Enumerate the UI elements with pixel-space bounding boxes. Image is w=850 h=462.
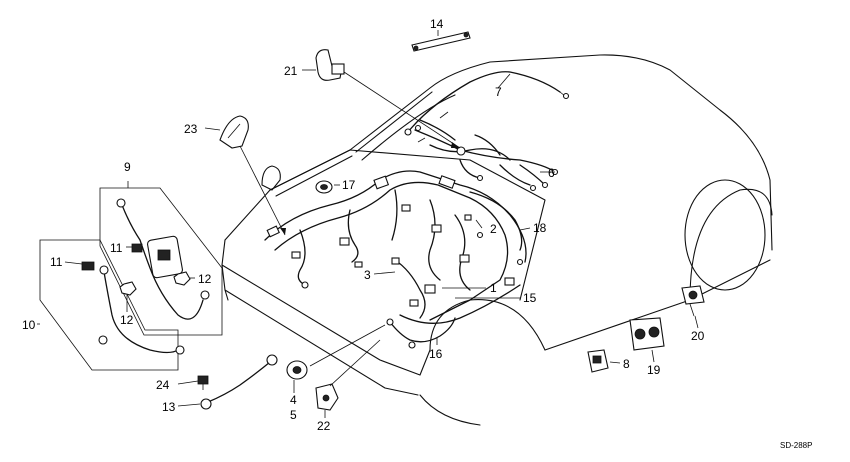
dashboard-wire-harness <box>414 111 559 192</box>
part-21-bracket <box>315 49 345 81</box>
part-4-5-grommet <box>286 360 308 380</box>
callout-5: 5 <box>290 408 297 422</box>
callout-19: 19 <box>647 363 661 377</box>
engine-wire-harness <box>264 170 527 324</box>
callout-11a: 11 <box>110 241 123 255</box>
part-10-ground-cable-group <box>39 239 185 371</box>
callout-4: 4 <box>290 393 297 407</box>
callout-16: 16 <box>429 347 443 361</box>
roof-wire-harness <box>404 71 570 136</box>
callout-7: 7 <box>495 85 502 99</box>
part-23-clamp <box>219 115 249 149</box>
callout-12b: 12 <box>120 313 134 327</box>
callout-14: 14 <box>430 17 444 31</box>
part-20-holder <box>681 285 705 317</box>
callout-24: 24 <box>156 378 170 392</box>
part-13-ground-cable <box>200 354 278 410</box>
callout-10: 10 <box>22 318 36 332</box>
callout-11b: 11 <box>50 255 63 269</box>
part-19-relay-holder <box>629 317 665 351</box>
part-16-harness <box>386 317 456 349</box>
callout-23: 23 <box>184 122 198 136</box>
diagram-code: SD-288P <box>780 441 812 450</box>
part-22-bracket <box>315 383 339 411</box>
part-17-grommet <box>315 180 333 194</box>
leader-lines <box>37 30 699 418</box>
callout-18: 18 <box>533 221 547 235</box>
callout-2: 2 <box>490 222 497 236</box>
callout-20: 20 <box>691 329 705 343</box>
part-24-bolt <box>197 375 209 390</box>
callout-13: 13 <box>162 400 176 414</box>
callout-3: 3 <box>364 268 371 282</box>
callout-15: 15 <box>523 291 537 305</box>
callout-9: 9 <box>124 160 131 174</box>
callout-labels: 1 2 3 4 5 6 7 8 9 10 11 11 12 12 13 14 1… <box>22 17 705 433</box>
callout-22: 22 <box>317 419 331 433</box>
callout-21: 21 <box>284 64 298 78</box>
callout-12a: 12 <box>198 272 212 286</box>
callout-8: 8 <box>623 357 630 371</box>
callout-17: 17 <box>342 178 356 192</box>
part-14-clip <box>411 31 471 52</box>
callout-1: 1 <box>490 281 497 295</box>
part-9-ground-cable-group <box>99 187 223 336</box>
callout-6: 6 <box>548 166 555 180</box>
part-8-relay <box>587 349 609 373</box>
